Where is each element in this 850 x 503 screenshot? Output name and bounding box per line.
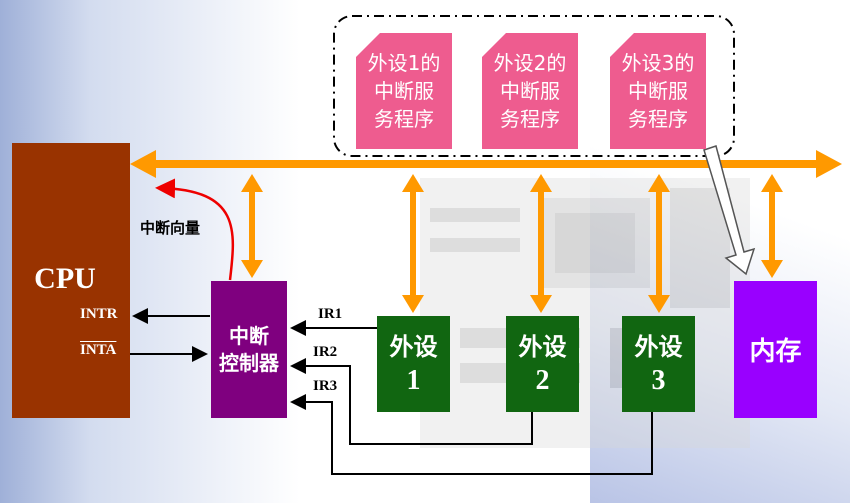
isr-1-line2: 中断服 [374,79,434,103]
cpu-title: CPU [34,262,96,295]
bus-link-peripheral-1 [402,174,424,313]
ir2-label: IR2 [313,344,338,360]
isr-3-line1: 外设3的 [621,51,695,75]
cpu-pin-intr: INTR [80,306,118,322]
ir1-label: IR1 [318,306,343,322]
isr-1-line3: 务程序 [374,107,434,131]
isr-program-1: 外设1的 中断服 务程序 [356,33,452,149]
ir3-label: IR3 [313,378,338,394]
isr-program-3: 外设3的 中断服 务程序 [610,33,706,149]
peripheral-2: 外设 2 [506,316,579,412]
interrupt-controller: 中断 控制器 [211,281,287,418]
controller-label-line2: 控制器 [219,350,279,375]
isr-region-border [333,15,735,157]
bus-link-controller [241,174,263,278]
controller-label-line1: 中断 [229,323,269,348]
cpu-pin-inta: INTA [80,342,117,358]
isr-2-line3: 务程序 [500,107,560,131]
isr-to-memory-arrow [703,145,756,276]
bus-link-memory [761,174,783,278]
ir3-line [290,394,653,475]
peripheral-1-number: 1 [406,365,421,396]
ir2-line [290,358,533,445]
peripheral-3: 外设 3 [622,316,695,412]
interrupt-vector-arrow [155,178,235,281]
interrupt-vector-label: 中断向量 [140,219,201,237]
isr-2-line2: 中断服 [500,79,560,103]
isr-3-line2: 中断服 [628,79,688,103]
cpu-box [12,143,130,418]
bus-link-peripheral-3 [648,174,670,313]
memory-label: 内存 [749,337,802,367]
peripheral-2-number: 2 [535,365,550,396]
system-bus [130,150,842,178]
peripheral-3-number: 3 [651,365,666,396]
peripheral-1-name: 外设 [389,333,438,361]
peripheral-3-name: 外设 [634,333,683,361]
isr-3-line3: 务程序 [628,107,688,131]
peripheral-1: 外设 1 [377,316,450,412]
isr-program-2: 外设2的 中断服 务程序 [482,33,578,149]
bus-link-peripheral-2 [530,174,552,313]
peripheral-2-name: 外设 [518,333,567,361]
isr-1-line1: 外设1的 [367,51,441,75]
isr-2-line1: 外设2的 [493,51,567,75]
memory-box: 内存 [734,281,817,418]
